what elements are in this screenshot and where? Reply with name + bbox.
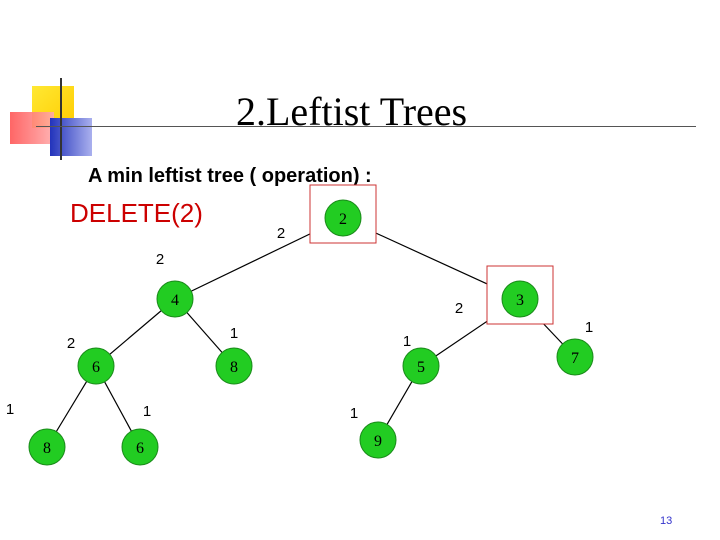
npl-label: 1 (403, 333, 411, 350)
tree-node-2: 2 (324, 199, 362, 237)
tree-node-9: 9 (359, 421, 397, 459)
tree-node-key: 4 (171, 292, 179, 309)
tree-node-circle (359, 421, 397, 459)
tree-node-circle (28, 428, 66, 466)
page-number: 13 (660, 515, 673, 527)
tree-node-6: 6 (121, 428, 159, 466)
tree-node-circle (402, 347, 440, 385)
npl-label: 2 (67, 335, 75, 352)
tree-node-3: 3 (501, 280, 539, 318)
tree-node-8: 8 (28, 428, 66, 466)
tree-node-key: 6 (92, 359, 100, 376)
slide-subtitle: A min leftist tree ( operation) : (88, 165, 372, 187)
npl-label: 2 (277, 225, 285, 242)
tree-node-key: 2 (339, 211, 347, 228)
slide-title: 2.Leftist Trees (236, 89, 468, 134)
npl-label: 1 (6, 401, 14, 418)
tree-node-circle (77, 347, 115, 385)
tree-node-key: 6 (136, 440, 144, 457)
tree-node-8: 8 (215, 347, 253, 385)
tree-node-key: 9 (374, 433, 382, 450)
deco-vertical-line (60, 78, 62, 160)
tree-node-6: 6 (77, 347, 115, 385)
tree-node-key: 7 (571, 350, 579, 367)
npl-label: 1 (585, 319, 593, 336)
tree-node-key: 5 (417, 359, 425, 376)
npl-label: 2 (156, 251, 164, 268)
deco-block-red (10, 112, 54, 144)
tree-node-5: 5 (402, 347, 440, 385)
tree-node-4: 4 (156, 280, 194, 318)
tree-node-circle (556, 338, 594, 376)
tree-node-circle (324, 199, 362, 237)
npl-label: 1 (143, 403, 151, 420)
tree-node-7: 7 (556, 338, 594, 376)
tree-node-circle (156, 280, 194, 318)
deco-horizontal-line (36, 126, 696, 127)
tree-node-circle (501, 280, 539, 318)
npl-label: 1 (230, 325, 238, 342)
tree-node-circle (215, 347, 253, 385)
npl-label: 1 (350, 405, 358, 422)
tree-node-circle (121, 428, 159, 466)
tree-node-key: 3 (516, 292, 524, 309)
tree-node-key: 8 (43, 440, 51, 457)
tree-node-key: 8 (230, 359, 238, 376)
npl-label: 2 (455, 300, 463, 317)
deco-block-blue (50, 118, 92, 156)
operation-label: DELETE(2) (70, 198, 203, 228)
